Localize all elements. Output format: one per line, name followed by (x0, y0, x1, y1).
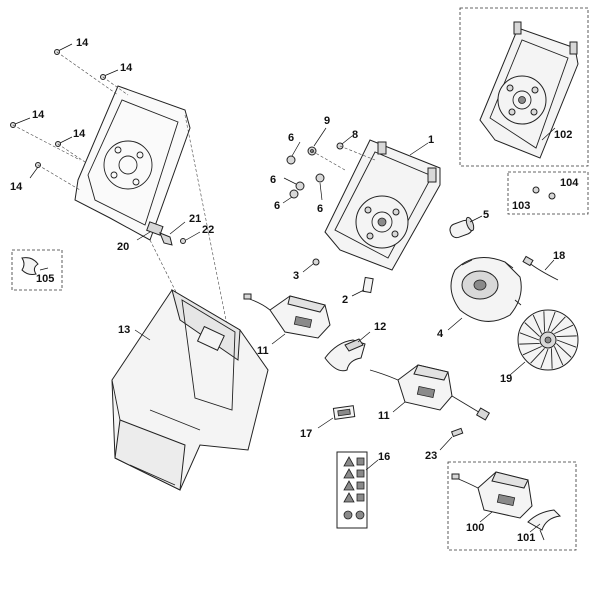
fan-blade (556, 343, 572, 358)
callout-14-mid: 14 (73, 128, 86, 140)
callout-14-upper: 14 (120, 62, 133, 74)
fan-blade (547, 311, 556, 332)
clip-21 (159, 221, 186, 246)
screw-6d (315, 173, 325, 201)
callout-104: 104 (560, 177, 579, 189)
fan-blade (551, 316, 566, 332)
motor-4 (447, 257, 522, 331)
callout-2: 2 (342, 294, 348, 306)
clip-12 (324, 331, 371, 372)
callout-21: 21 (189, 213, 201, 225)
group-box-103-104 (507, 171, 589, 215)
callout-105: 105 (36, 273, 54, 285)
callout-100: 100 (466, 522, 484, 534)
callout-5: 5 (483, 209, 489, 221)
callout-101: 101 (517, 532, 535, 544)
warning-label-16 (336, 451, 379, 529)
screw-6b (283, 177, 305, 191)
fan-blade (556, 335, 577, 338)
fan-blade (530, 348, 545, 364)
callout-9: 9 (324, 115, 330, 127)
fan-blade (556, 339, 577, 348)
callout-8: 8 (352, 129, 358, 141)
callout-6a: 6 (288, 132, 294, 144)
screw-14-mid (55, 136, 73, 147)
callout-103: 103 (512, 200, 530, 212)
rear-housing-plate (12, 51, 229, 331)
callout-14-top: 14 (76, 37, 89, 49)
callout-23: 23 (425, 450, 437, 462)
callout-20: 20 (117, 241, 129, 253)
screw-103 (532, 186, 540, 194)
callout-4: 4 (437, 328, 444, 340)
screw-22 (180, 231, 201, 244)
fan-blade (519, 332, 540, 341)
fan-blade (543, 311, 546, 332)
callout-19: 19 (500, 373, 512, 385)
grass-catcher-13 (111, 288, 269, 491)
fan-blade (553, 346, 564, 366)
capacitor-5 (449, 215, 483, 239)
callout-11-lower: 11 (378, 410, 390, 422)
nut-9 (307, 127, 327, 156)
callout-17: 17 (300, 428, 312, 440)
washer-104 (548, 192, 556, 200)
screw-14-left (10, 117, 31, 128)
group-box-100-101 (447, 461, 577, 551)
fan-blade (522, 345, 542, 356)
group-box-102 (459, 7, 589, 167)
connector-20 (136, 221, 164, 241)
fan-blade (532, 314, 543, 334)
callout-12: 12 (374, 321, 386, 333)
screw-14-top (54, 43, 73, 55)
callout-6d: 6 (317, 203, 323, 215)
screw-6a (286, 141, 301, 165)
label-17 (317, 405, 356, 429)
screw-6c (282, 189, 299, 204)
callout-6c: 6 (274, 200, 280, 212)
clip-105 (21, 257, 49, 275)
clip-101 (527, 509, 562, 541)
wire-18 (522, 255, 559, 281)
screw-3 (302, 258, 320, 273)
callout-3: 3 (293, 270, 299, 282)
pin-23 (439, 427, 464, 451)
switch-box-11-lower (369, 364, 491, 421)
callout-102: 102 (554, 129, 572, 141)
callout-11-upper: 11 (257, 345, 269, 357)
fan-blade (519, 342, 540, 345)
callout-16: 16 (378, 451, 390, 463)
washer-8 (336, 135, 353, 150)
screw-14-upper (100, 69, 119, 80)
motor-mount-plate-102 (479, 21, 579, 159)
callout-14-bottom: 14 (10, 181, 23, 193)
screw-14-bottom (29, 162, 41, 179)
fan-blade (524, 322, 540, 337)
callout-13: 13 (118, 324, 130, 336)
switch-box-100 (451, 471, 533, 523)
fan-blade (554, 324, 574, 335)
fan-blade (540, 348, 549, 369)
motor-mount-plate-1 (311, 139, 441, 271)
spacer-2 (351, 276, 374, 297)
callout-22: 22 (202, 224, 214, 236)
group-box-105 (11, 249, 63, 291)
switch-box-11-upper (243, 293, 331, 345)
callout-6b: 6 (270, 174, 276, 186)
callout-18: 18 (553, 250, 565, 262)
callout-1: 1 (428, 134, 434, 146)
callout-14-left: 14 (32, 109, 45, 121)
fan-blade (550, 348, 553, 369)
fan-19 (509, 309, 579, 376)
